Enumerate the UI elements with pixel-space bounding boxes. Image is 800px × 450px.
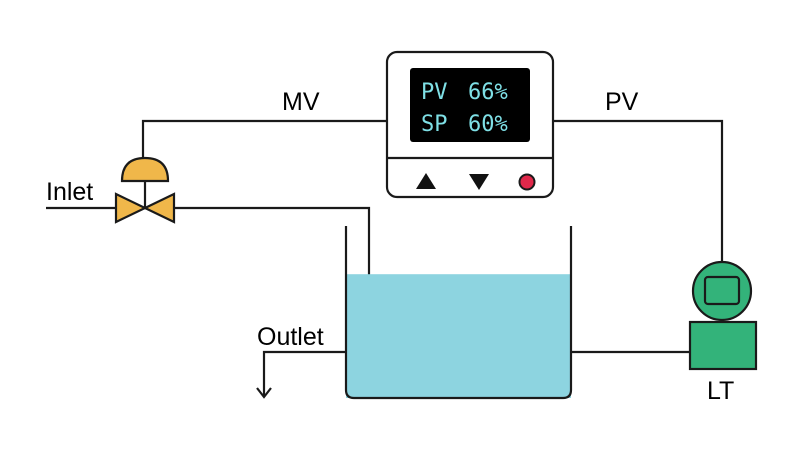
level-transmitter bbox=[688, 260, 758, 371]
transmitter-body bbox=[688, 320, 758, 371]
tank bbox=[344, 226, 573, 400]
transmitter-display bbox=[703, 275, 741, 306]
display-row1-tag: PV bbox=[421, 80, 448, 105]
valve-actuator bbox=[120, 156, 170, 183]
inlet-flow-line bbox=[174, 206, 371, 286]
valve-body-left bbox=[114, 192, 148, 224]
tank-liquid bbox=[346, 274, 571, 398]
control-valve bbox=[114, 156, 176, 224]
controller: PV 66% SP 60% bbox=[385, 50, 555, 199]
outlet-pipe bbox=[262, 350, 346, 396]
outlet-label: Outlet bbox=[257, 323, 324, 351]
outlet-arrowhead bbox=[256, 387, 272, 399]
transmitter-label: LT bbox=[707, 377, 734, 405]
tank-walls bbox=[344, 226, 573, 400]
display-row2-value: 60% bbox=[468, 112, 508, 137]
pv-signal-line bbox=[553, 119, 724, 262]
up-arrow-button[interactable] bbox=[416, 173, 436, 189]
pv-label: PV bbox=[605, 88, 639, 116]
mv-signal-line bbox=[141, 119, 387, 158]
display-row2-tag: SP bbox=[421, 112, 448, 137]
mv-label: MV bbox=[282, 88, 320, 116]
down-arrow-button[interactable] bbox=[469, 174, 489, 190]
inlet-label: Inlet bbox=[46, 178, 93, 206]
red-dot-button[interactable] bbox=[518, 173, 536, 191]
display-row1-value: 66% bbox=[468, 80, 508, 105]
controller-display bbox=[410, 68, 530, 142]
valve-body-right bbox=[142, 192, 176, 224]
